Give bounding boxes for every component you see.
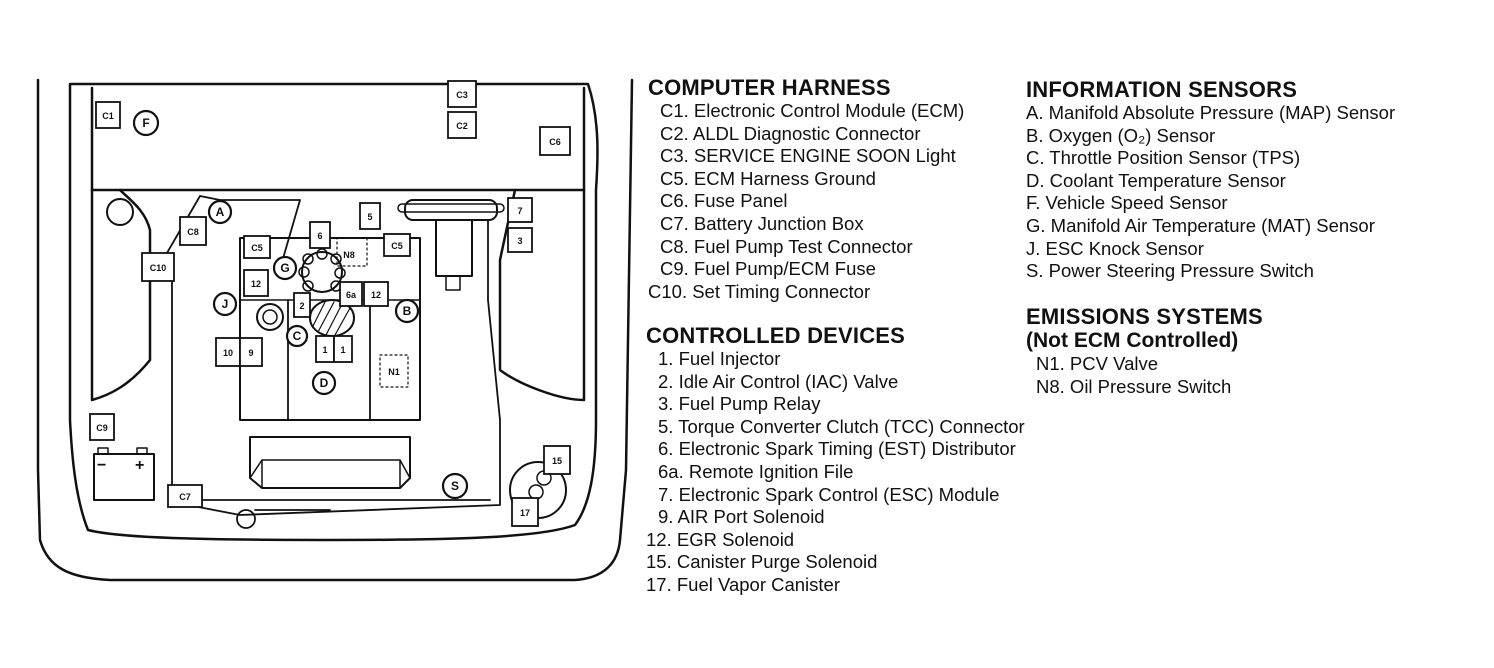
battery-plus-sign: + (135, 457, 144, 474)
legend-item-17: 17. Fuel Vapor Canister (646, 573, 841, 595)
master-cylinder-cap (404, 199, 498, 221)
right-fender-well (498, 188, 586, 402)
legend-item-c: C. Throttle Position Sensor (TPS) (1026, 147, 1301, 169)
left-circle-component (106, 198, 134, 226)
label-1-left: 1 (322, 345, 327, 355)
legend-information-sensors: INFORMATION SENSORS A. Manifold Absolute… (1026, 78, 1395, 283)
label-c8: C8 (187, 227, 199, 237)
master-cylinder (435, 219, 473, 277)
label-n8: N8 (343, 250, 355, 260)
legend-item-n1: N1. PCV Valve (1036, 353, 1159, 374)
label-9: 9 (248, 348, 253, 358)
label-c3: C3 (456, 90, 468, 100)
legend-item-f: F. Vehicle Speed Sensor (1026, 192, 1228, 214)
label-c2: C2 (456, 121, 468, 131)
vehicle-body-outline (36, 78, 634, 582)
legend-item-n8: N8. Oil Pressure Switch (1036, 375, 1232, 397)
label-c5-left: C5 (251, 243, 263, 253)
label-s: S (451, 479, 459, 493)
battery (93, 453, 155, 501)
legend-item-j: J. ESC Knock Sensor (1026, 237, 1204, 259)
label-2: 2 (299, 301, 304, 311)
legend-emissions-systems: EMISSIONS SYSTEMS (Not ECM Controlled) N… (1026, 305, 1263, 398)
knock-sensor-ring (256, 303, 284, 331)
legend-item-b: B. Oxygen (O₂) Sensor (1026, 124, 1216, 146)
legend-item-g: G. Manifold Air Temperature (MAT) Sensor (1026, 214, 1375, 236)
legend-item-6a: 6a. Remote Ignition File (658, 460, 854, 482)
legend-title-information-sensors: INFORMATION SENSORS (1026, 77, 1298, 102)
legend-computer-harness: COMPUTER HARNESS C1. Electronic Control … (648, 76, 964, 303)
label-c6: C6 (549, 137, 561, 147)
label-3-top: 3 (517, 236, 522, 246)
cowl-outline (68, 82, 599, 542)
legend-item-c5: C5. ECM Harness Ground (660, 167, 876, 189)
label-g: G (280, 261, 289, 275)
label-f: F (142, 116, 149, 130)
label-1-right: 1 (340, 345, 345, 355)
label-17: 17 (520, 508, 530, 518)
legend-item-c10: C10. Set Timing Connector (648, 280, 871, 302)
label-c7: C7 (179, 492, 191, 502)
oil-switch-area (336, 237, 368, 267)
label-b: B (403, 304, 412, 318)
legend-item-s: S. Power Steering Pressure Switch (1026, 260, 1314, 282)
label-10: 10 (223, 348, 233, 358)
label-c5-right: C5 (391, 241, 403, 251)
legend-item-3: 3. Fuel Pump Relay (658, 393, 821, 415)
legend-item-a: A. Manifold Absolute Pressure (MAP) Sens… (1026, 102, 1396, 123)
wiring-harness (159, 195, 501, 516)
label-7: 7 (517, 206, 522, 216)
hose-fitting (236, 509, 256, 529)
label-15: 15 (552, 456, 562, 466)
legend-item-7: 7. Electronic Spark Control (ESC) Module (658, 483, 1000, 505)
legend-item-c6: C6. Fuse Panel (660, 190, 788, 212)
left-fender-well (90, 188, 152, 402)
label-c1: C1 (102, 111, 114, 121)
legend-item-15: 15. Canister Purge Solenoid (646, 551, 878, 573)
engine-compartment-diagram: C1 C3 C2 C6 C5 C5 C7 C8 C9 C10 6 5 7 3 1… (36, 78, 634, 582)
label-c9: C9 (96, 423, 108, 433)
legend-subtitle-emissions: (Not ECM Controlled) (1026, 329, 1239, 352)
legend-item-c7: C7. Battery Junction Box (660, 212, 864, 234)
label-n1: N1 (388, 367, 400, 377)
legend-item-5: 5. Torque Converter Clutch (TCC) Connect… (658, 415, 1025, 437)
label-a: A (216, 205, 225, 219)
legend-item-c2: C2. ALDL Diagnostic Connector (660, 122, 921, 144)
legend-item-2: 2. Idle Air Control (IAC) Valve (658, 370, 899, 392)
legend-item-c1: C1. Electronic Control Module (ECM) (660, 100, 965, 121)
distributor (301, 251, 343, 293)
legend-item-6: 6. Electronic Spark Timing (EST) Distrib… (658, 438, 1016, 460)
label-d: D (320, 376, 329, 390)
label-5: 5 (367, 212, 372, 222)
label-6a: 6a (346, 290, 357, 300)
label-12-right: 12 (371, 290, 381, 300)
label-6: 6 (317, 231, 322, 241)
legend-item-d: D. Coolant Temperature Sensor (1026, 169, 1286, 191)
legend-item-c8: C8. Fuel Pump Test Connector (660, 235, 913, 257)
legend-item-c3: C3. SERVICE ENGINE SOON Light (660, 145, 956, 167)
legend-item-c9: C9. Fuel Pump/ECM Fuse (660, 258, 876, 280)
label-12-left: 12 (251, 279, 261, 289)
battery-minus-sign: − (97, 457, 106, 474)
legend-title-controlled-devices: CONTROLLED DEVICES (646, 323, 906, 348)
legend-item-1: 1. Fuel Injector (658, 348, 781, 369)
legend-controlled-devices: CONTROLLED DEVICES 1. Fuel Injector 2. I… (646, 324, 1025, 597)
radiator-support (249, 436, 411, 489)
legend-title-computer-harness: COMPUTER HARNESS (648, 75, 891, 100)
legend-item-12: 12. EGR Solenoid (646, 528, 795, 550)
legend-item-9: 9. AIR Port Solenoid (658, 506, 825, 528)
legend-title-emissions-systems: EMISSIONS SYSTEMS (1026, 304, 1263, 329)
label-c10: C10 (150, 263, 167, 273)
label-c: C (293, 329, 302, 343)
label-j: J (222, 297, 229, 311)
